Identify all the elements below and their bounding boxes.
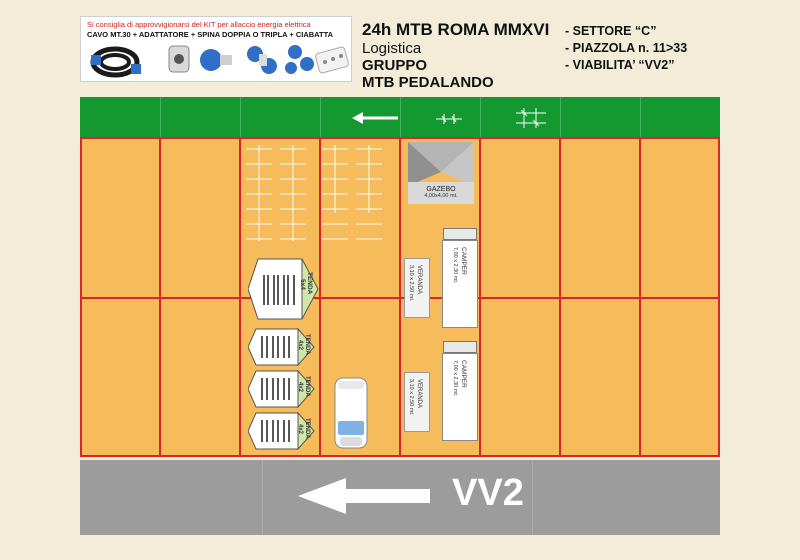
tent-4x2: TENDA 4x2 — [247, 327, 318, 367]
piazzola-info: - PIAZZOLA n. 11>33 — [565, 41, 687, 55]
plot-border — [159, 137, 161, 457]
road-divider — [532, 460, 533, 535]
tent-5x4: TENDA 5x4 — [247, 257, 322, 321]
tent-icon — [247, 258, 319, 320]
veranda-size: 3,10 x 2,50 mt. — [408, 379, 414, 416]
green-divider — [320, 97, 321, 137]
van-icon — [334, 377, 368, 449]
tent-label: TENDA — [304, 418, 310, 439]
adapter-icon — [200, 49, 232, 71]
piazzola-range: 11>33 — [652, 41, 688, 55]
plot-border — [399, 137, 401, 457]
cable-reel-icon — [90, 46, 141, 78]
road-divider — [262, 460, 263, 535]
veranda-label: VERANDA — [416, 265, 422, 295]
camper-cab — [443, 228, 477, 240]
section-title: Logistica — [362, 40, 422, 57]
plot-border — [319, 137, 321, 457]
kit-note-line1: Si consiglia di approvvigionarsi del KIT… — [87, 20, 311, 29]
tent-icon — [247, 369, 315, 409]
double-socket-icon — [247, 46, 277, 74]
tent-size: 4x2 — [297, 340, 303, 351]
power-kit-illustration — [90, 45, 349, 78]
road-direction-arrow-icon — [298, 478, 430, 514]
camper-label: CAMPER — [460, 360, 467, 388]
gazebo-size: 4,00x4,00 mt. — [424, 193, 458, 199]
stake-marker-icon — [516, 108, 546, 128]
tent-label: TENDA — [304, 376, 310, 397]
group-name: MTB PEDALANDO — [362, 74, 494, 91]
plot-border — [479, 137, 481, 457]
event-title: 24h MTB ROMA MMXVI — [362, 20, 550, 39]
road-label: VV2 — [452, 472, 524, 514]
camper-cab — [443, 341, 477, 353]
power-strip-icon — [315, 46, 349, 74]
kit-note: Si consiglia di approvvigionarsi del KIT… — [80, 16, 352, 82]
tent-4x2: TENDA 4x2 — [247, 369, 318, 409]
plot-border — [239, 137, 241, 457]
stake-marker-icon — [436, 114, 462, 124]
tent-icon — [247, 411, 315, 451]
plot-border — [559, 137, 561, 457]
veranda-label: VERANDA — [416, 379, 422, 409]
camper-size: 7,00 x 2,30 mt. — [452, 247, 458, 284]
tent-size: 4x2 — [297, 424, 303, 435]
kit-note-line2: CAVO MT.30 + ADATTATORE + SPINA DOPPIA O… — [87, 30, 334, 39]
green-divider — [160, 97, 161, 137]
veranda-size: 3,10 x 2,50 mt. — [408, 265, 414, 302]
green-divider — [640, 97, 641, 137]
tent-4x2: TENDA 4x2 — [247, 411, 318, 451]
triple-socket-icon — [285, 45, 314, 74]
tent-size: 5x4 — [299, 279, 306, 290]
camper: CAMPER 7,00 x 2,30 mt. — [442, 240, 478, 328]
gazebo-label-block: GAZEBO 4,00x4,00 mt. — [408, 186, 474, 199]
camper-size: 7,00 x 2,30 mt. — [452, 360, 458, 397]
gazebo-icon — [408, 142, 474, 204]
viabilita-info: - VIABILITA’ “VV2” — [565, 58, 675, 72]
green-divider — [480, 97, 481, 137]
direction-arrow-icon — [352, 112, 398, 124]
tent-size: 4x2 — [297, 382, 303, 393]
group-label: GRUPPO — [362, 57, 428, 74]
plot-border — [718, 137, 720, 457]
settore-info: - SETTORE “C” — [565, 24, 657, 38]
green-divider — [400, 97, 401, 137]
veranda: VERANDA 3,10 x 2,50 mt. — [404, 372, 430, 432]
veranda: VERANDA 3,10 x 2,50 mt. — [404, 258, 430, 318]
stake-marker-grid — [245, 145, 383, 241]
piazzola-prefix: - PIAZZOLA n. — [565, 41, 653, 55]
adapter-icon — [168, 45, 190, 73]
green-divider — [240, 97, 241, 137]
tent-label: TENDA — [306, 272, 313, 295]
plot-border — [80, 137, 82, 457]
camper-label: CAMPER — [460, 247, 467, 275]
gazebo-label: GAZEBO — [426, 186, 456, 193]
tent-label: TENDA — [304, 334, 310, 355]
camper: CAMPER 7,00 x 2,30 mt. — [442, 353, 478, 441]
plot-border — [639, 137, 641, 457]
green-divider — [560, 97, 561, 137]
tent-icon — [247, 327, 315, 367]
